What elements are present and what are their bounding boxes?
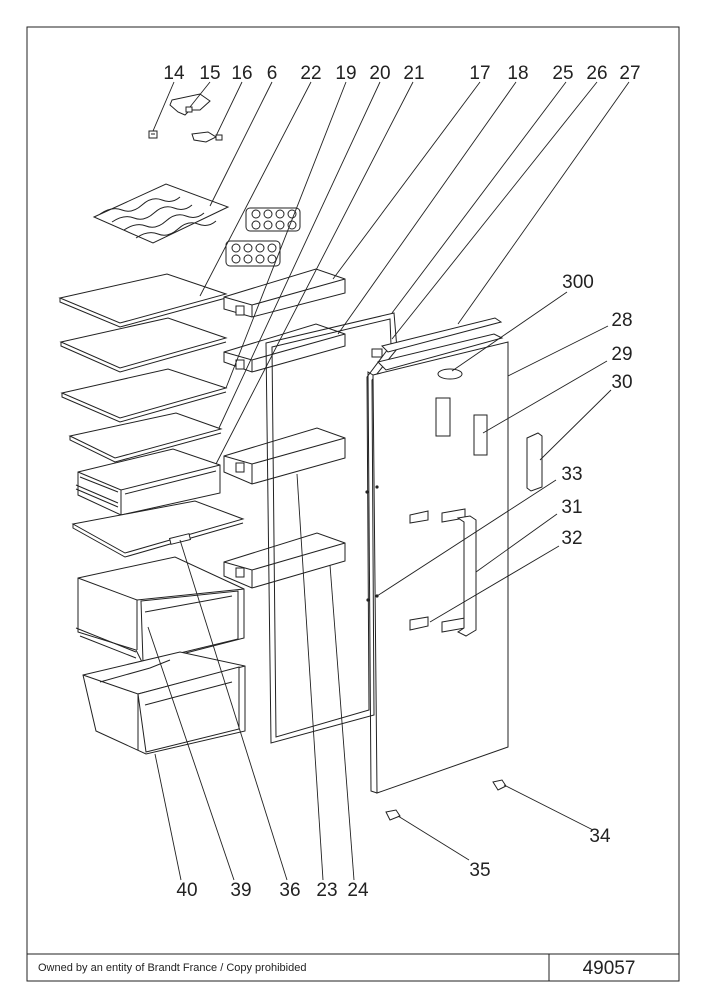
callout-18: 18 — [507, 63, 528, 84]
part-22-egg-tray-lower — [225, 240, 281, 267]
part-24-door-shelf — [223, 532, 346, 589]
part-23-door-shelf — [223, 427, 346, 485]
part-glass-shelf-4 — [68, 412, 223, 463]
callout-35: 35 — [469, 860, 490, 881]
callout-21: 21 — [403, 63, 424, 84]
callout-labels: 14 15 16 6 22 19 20 21 17 18 25 26 27 30… — [163, 63, 640, 901]
callout-6: 6 — [267, 63, 278, 84]
callout-20: 20 — [369, 63, 390, 84]
callout-14: 14 — [163, 63, 185, 84]
part-18-door-shelf — [223, 323, 346, 373]
callout-28: 28 — [611, 310, 632, 331]
leader-lines — [147, 81, 630, 881]
part-20-glass-shelf — [59, 317, 228, 373]
part-19-glass-shelf — [58, 273, 228, 328]
callout-32: 32 — [561, 528, 582, 549]
part-35-bottom-hinge — [385, 809, 401, 821]
part-30-trim — [526, 432, 543, 492]
callout-29: 29 — [611, 344, 632, 365]
callout-25: 25 — [552, 63, 573, 84]
callout-24: 24 — [347, 880, 369, 901]
callout-34: 34 — [589, 826, 611, 847]
diagram-code: 49057 — [583, 958, 636, 979]
callout-36: 36 — [279, 880, 300, 901]
part-17-door-shelf — [223, 268, 346, 318]
callout-300: 300 — [562, 272, 594, 293]
part-6-wire-shelf — [92, 183, 230, 244]
callout-39: 39 — [230, 880, 251, 901]
part-27-top-rail — [371, 317, 504, 371]
part-15-hinge-plate — [169, 93, 211, 116]
drawing-frame — [26, 26, 680, 982]
part-crisper-shelf-box — [75, 448, 221, 516]
callout-16: 16 — [231, 63, 252, 84]
part-21-glass-shelf — [60, 368, 228, 423]
part-36-glass-cover — [71, 500, 245, 558]
part-16-hinge-bracket — [191, 131, 223, 143]
part-31-door-handle — [456, 515, 477, 637]
part-40-crisper-drawer — [82, 651, 246, 755]
callout-17: 17 — [469, 63, 490, 84]
callout-23: 23 — [316, 880, 337, 901]
parts-group — [58, 93, 543, 821]
part-39-crisper-drawer — [75, 556, 245, 665]
callout-26: 26 — [586, 63, 607, 84]
callout-22: 22 — [300, 63, 321, 84]
callout-30: 30 — [611, 372, 632, 393]
copyright-notice: Owned by an entity of Brandt France / Co… — [38, 962, 306, 974]
part-door-gasket — [265, 312, 398, 744]
part-22-egg-tray-upper — [245, 207, 301, 232]
callout-40: 40 — [176, 880, 197, 901]
callout-27: 27 — [619, 63, 640, 84]
callout-15: 15 — [199, 63, 220, 84]
part-door-panel — [365, 341, 509, 794]
callout-19: 19 — [335, 63, 356, 84]
callout-31: 31 — [561, 497, 582, 518]
callout-33: 33 — [561, 464, 582, 485]
part-14-screw — [148, 130, 158, 139]
